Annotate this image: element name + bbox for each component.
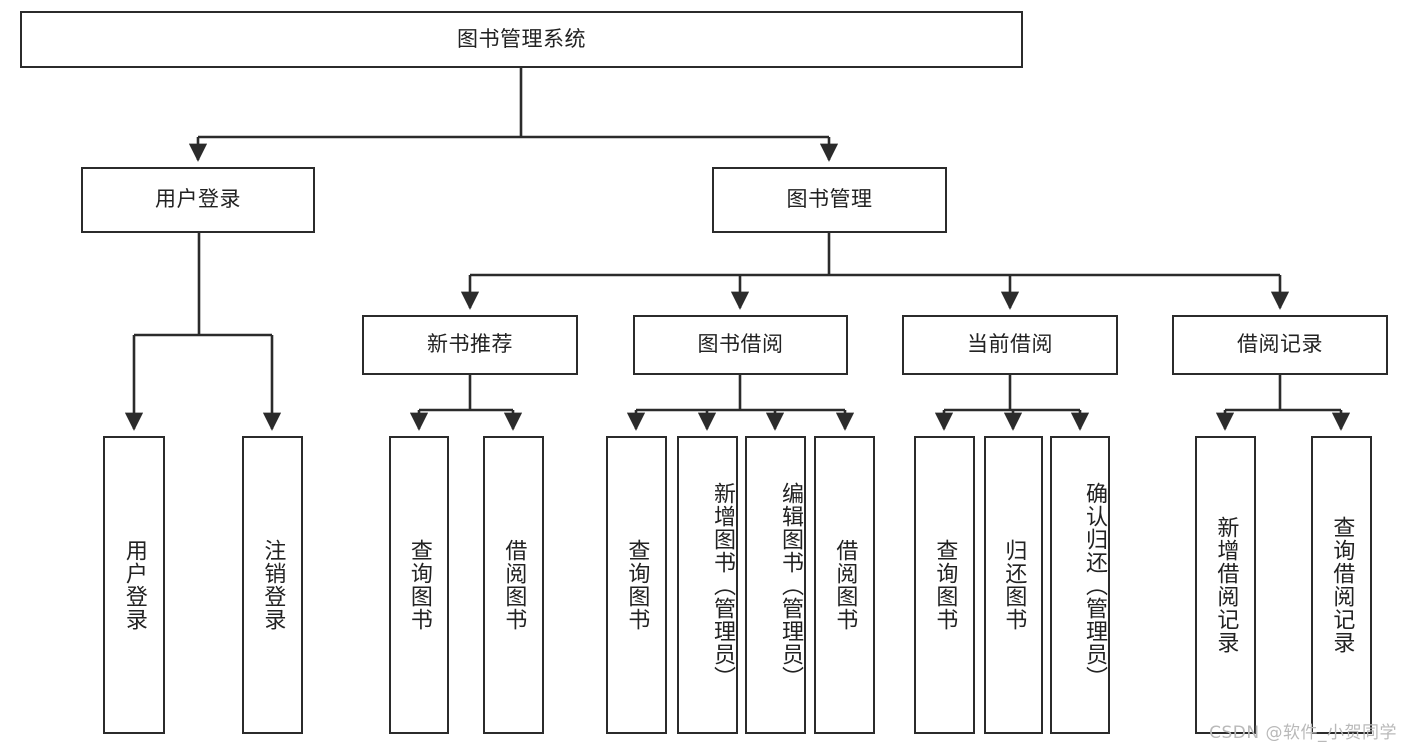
- leaf-return-book-label: 归还图书: [1001, 539, 1027, 631]
- leaf-query-borrow-record[interactable]: 查询借阅记录: [1311, 436, 1372, 734]
- leaf-edit-book[interactable]: 编辑图书（管理员）: [745, 436, 806, 734]
- leaf-query-book-recommend-label: 查询图书: [406, 539, 432, 631]
- leaf-borrow-book-label: 借阅图书: [832, 539, 858, 631]
- node-borrow-record[interactable]: 借阅记录: [1172, 315, 1388, 375]
- node-new-book-recommend-label: 新书推荐: [427, 332, 513, 357]
- node-current-borrow-label: 当前借阅: [967, 332, 1053, 357]
- node-book-manage[interactable]: 图书管理: [712, 167, 947, 233]
- node-user-login[interactable]: 用户登录: [81, 167, 315, 233]
- leaf-query-book-borrow-label: 查询图书: [624, 539, 650, 631]
- leaf-query-book-recommend[interactable]: 查询图书: [389, 436, 449, 734]
- node-new-book-recommend[interactable]: 新书推荐: [362, 315, 578, 375]
- leaf-user-login[interactable]: 用户登录: [103, 436, 165, 734]
- node-book-borrow[interactable]: 图书借阅: [633, 315, 848, 375]
- node-book-manage-label: 图书管理: [786, 187, 873, 212]
- leaf-add-borrow-record-label: 新增借阅记录: [1213, 516, 1239, 654]
- node-root[interactable]: 图书管理系统: [20, 11, 1023, 68]
- node-root-label: 图书管理系统: [457, 26, 586, 51]
- leaf-borrow-book-recommend[interactable]: 借阅图书: [483, 436, 544, 734]
- watermark-text: CSDN @软件_小贺同学: [1209, 723, 1397, 743]
- node-user-login-label: 用户登录: [155, 187, 241, 212]
- node-book-borrow-label: 图书借阅: [697, 332, 784, 357]
- leaf-return-book[interactable]: 归还图书: [984, 436, 1043, 734]
- leaf-borrow-book[interactable]: 借阅图书: [814, 436, 875, 734]
- leaf-borrow-book-recommend-label: 借阅图书: [501, 539, 527, 631]
- leaf-confirm-return-label: 确认归还（管理员）: [1082, 481, 1107, 689]
- node-borrow-record-label: 借阅记录: [1237, 332, 1323, 357]
- leaf-query-book-current-label: 查询图书: [932, 539, 958, 631]
- leaf-add-book[interactable]: 新增图书（管理员）: [677, 436, 738, 734]
- leaf-add-borrow-record[interactable]: 新增借阅记录: [1195, 436, 1256, 734]
- leaf-confirm-return[interactable]: 确认归还（管理员）: [1050, 436, 1110, 734]
- leaf-query-book-current[interactable]: 查询图书: [914, 436, 975, 734]
- leaf-edit-book-label: 编辑图书（管理员）: [778, 481, 803, 689]
- leaf-user-logout-label: 注销登录: [260, 539, 286, 631]
- leaf-user-login-label: 用户登录: [121, 539, 147, 631]
- leaf-user-logout[interactable]: 注销登录: [242, 436, 303, 734]
- leaf-query-book-borrow[interactable]: 查询图书: [606, 436, 667, 734]
- leaf-query-borrow-record-label: 查询借阅记录: [1329, 516, 1355, 654]
- node-current-borrow[interactable]: 当前借阅: [902, 315, 1118, 375]
- leaf-add-book-label: 新增图书（管理员）: [710, 481, 735, 689]
